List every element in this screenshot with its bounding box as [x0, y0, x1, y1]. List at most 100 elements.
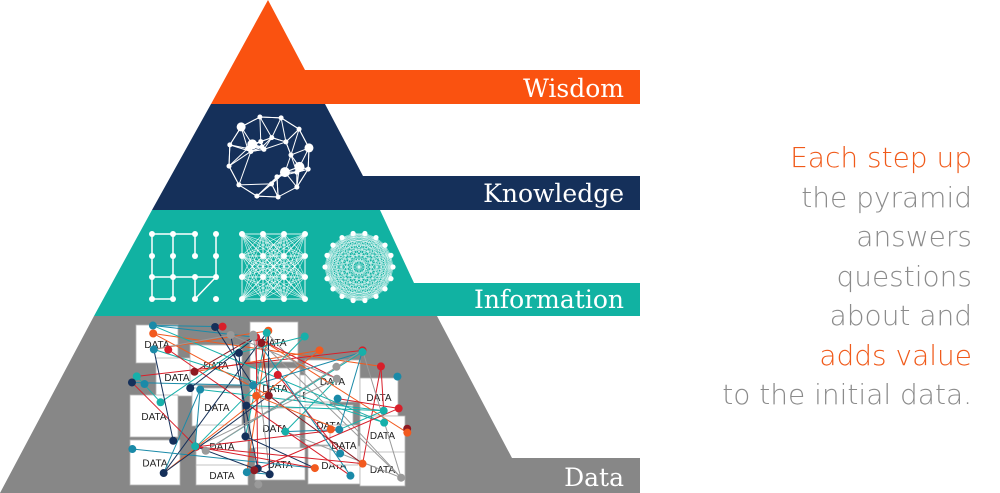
- graph-node: [302, 296, 308, 302]
- graph-node: [281, 231, 287, 237]
- graph-edge: [283, 233, 306, 300]
- graph-edge: [324, 266, 386, 290]
- graph-edge: [194, 276, 217, 300]
- data-box-label: DATA: [142, 459, 168, 470]
- level-label-knowledge: Knowledge: [483, 179, 624, 208]
- network-node: [218, 322, 227, 331]
- network-edge: [228, 165, 240, 186]
- graph-node: [149, 274, 155, 280]
- network-edge: [228, 151, 252, 167]
- graph-edge: [384, 255, 392, 289]
- caption: Each step up the pyramid answers questio…: [672, 138, 972, 415]
- network-node: [273, 370, 282, 379]
- graph-edge: [364, 233, 377, 297]
- network-node: [254, 480, 263, 489]
- network-node: [315, 346, 324, 355]
- graph-edge: [332, 237, 377, 246]
- data-box: [249, 407, 301, 449]
- graph-edge: [332, 255, 392, 290]
- graph-edge: [364, 237, 377, 301]
- graph-edge: [332, 237, 377, 290]
- network-node: [248, 148, 254, 154]
- network-node: [186, 384, 195, 393]
- graph-edge: [375, 255, 392, 297]
- graph-node: [373, 293, 379, 300]
- graph-edge: [352, 233, 392, 256]
- graph-node: [170, 253, 176, 259]
- pyramid-level-knowledge: [152, 104, 640, 210]
- network-edge: [255, 336, 338, 380]
- network-edge: [259, 116, 273, 138]
- graph-edge: [352, 233, 394, 268]
- graph-edge: [352, 233, 386, 289]
- graph-node: [339, 234, 345, 241]
- network-node: [332, 374, 341, 383]
- graph-node: [213, 296, 219, 302]
- graph-edge: [326, 255, 354, 301]
- dense-grid-graph-icon: [239, 231, 308, 302]
- network-node: [148, 321, 157, 330]
- network-node: [128, 445, 137, 454]
- network-edge: [136, 376, 161, 403]
- caption-line: the pyramid: [801, 180, 972, 214]
- network-edge: [277, 186, 298, 198]
- network-node: [335, 425, 344, 434]
- graph-node: [322, 264, 328, 270]
- caption-line: about and: [829, 299, 972, 332]
- network-node: [336, 449, 345, 458]
- graph-edge: [352, 255, 392, 301]
- network-edge: [238, 184, 258, 197]
- network-node: [397, 473, 406, 482]
- graph-edge: [352, 266, 394, 301]
- network-edge: [252, 334, 402, 479]
- graph-edge: [332, 233, 354, 289]
- network-edge: [196, 429, 340, 448]
- network-edge: [163, 389, 201, 474]
- network-node: [242, 468, 251, 477]
- graph-edge: [332, 244, 394, 268]
- network-edge: [228, 144, 231, 167]
- data-box-label: DATA: [203, 361, 229, 372]
- network-edge: [338, 350, 364, 430]
- network-edge: [194, 389, 201, 447]
- network-edge: [163, 332, 268, 474]
- graph-edge: [375, 266, 394, 297]
- network-edge: [254, 407, 399, 471]
- graph-node: [192, 296, 198, 302]
- network-edge: [256, 183, 272, 197]
- graph-edge: [283, 276, 306, 300]
- graph-node: [324, 252, 330, 258]
- pyramid-level-wisdom: [211, 0, 640, 104]
- network-node: [265, 470, 274, 479]
- graph-edge: [375, 237, 386, 289]
- network-node: [346, 471, 355, 480]
- data-box-label: DATA: [164, 373, 190, 384]
- graph-node: [239, 253, 245, 259]
- graph-node: [281, 274, 287, 280]
- graph-edge: [332, 233, 365, 246]
- graph-edge: [326, 237, 377, 279]
- graph-edge: [332, 237, 343, 289]
- data-box-label: DATA: [261, 338, 287, 349]
- caption-line: questions: [836, 259, 972, 293]
- network-edge: [228, 148, 248, 167]
- network-node: [259, 144, 265, 150]
- network-edge: [253, 334, 408, 434]
- graph-node: [350, 297, 356, 304]
- graph-edge: [326, 278, 354, 301]
- graph-edge: [324, 266, 366, 301]
- graph-edge: [326, 237, 343, 279]
- network-node: [234, 348, 243, 357]
- network-edge: [152, 325, 254, 338]
- graph-edge: [332, 266, 394, 290]
- network-node: [250, 466, 259, 475]
- graph-node: [260, 253, 266, 259]
- data-box-label: DATA: [262, 424, 288, 435]
- data-box: [129, 394, 179, 438]
- graph-node: [382, 286, 388, 292]
- network-node: [288, 152, 294, 158]
- graph-node: [192, 231, 198, 237]
- network-node: [274, 174, 280, 180]
- network-node: [241, 432, 250, 441]
- graph-node: [170, 274, 176, 280]
